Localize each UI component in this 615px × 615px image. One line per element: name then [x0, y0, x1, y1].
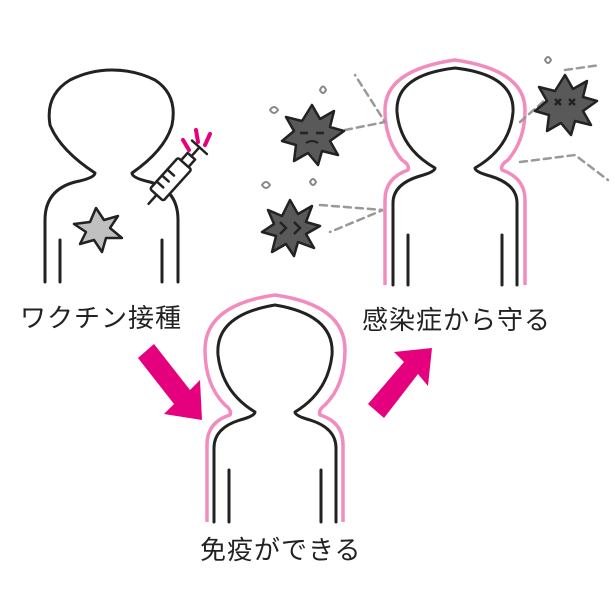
emphasis-marks [181, 128, 212, 152]
person-immune [203, 293, 347, 524]
protection-shield [383, 58, 527, 285]
germ-icon [533, 73, 599, 137]
germ-icon [280, 103, 346, 167]
immunity-shield [203, 293, 347, 522]
person-vaccinated [43, 68, 180, 284]
person-protected [383, 58, 527, 287]
germ-icon [260, 198, 322, 258]
sweat-drops [260, 56, 553, 189]
protection-label: 感染症から守る [362, 306, 552, 336]
immunity-label: 免疫ができる [200, 536, 362, 566]
vaccination-label: ワクチン接種 [20, 304, 183, 334]
syringe-icon [147, 139, 209, 206]
deflection-lines [318, 63, 610, 234]
arrow-icon [138, 344, 202, 420]
injection-mark-icon [72, 206, 124, 254]
arrow-icon [368, 348, 432, 418]
